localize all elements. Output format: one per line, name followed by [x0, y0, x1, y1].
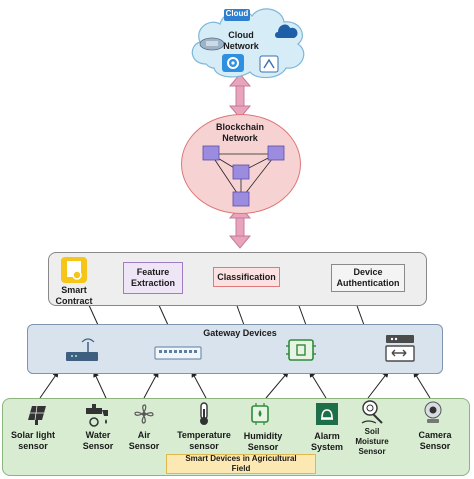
- solar-panel-icon: [28, 405, 46, 425]
- smart-contract-icon: [61, 257, 87, 283]
- blockchain-graph: [202, 145, 285, 207]
- smart-contract-label: Smart Contract: [55, 285, 93, 306]
- cloud-storage-icon: [275, 24, 298, 38]
- device-label-temperature: Temperature sensor: [177, 430, 231, 451]
- alarm-icon: [316, 403, 338, 425]
- router-icon: [66, 338, 98, 361]
- iot-gateway-icon: [286, 339, 316, 361]
- humidity-chip-icon: [251, 403, 269, 425]
- device-gateway-arrows: [39, 371, 431, 399]
- device-label-humidity: Humidity Sensor: [243, 431, 283, 452]
- cloud-chip-label: Cloud: [225, 9, 249, 18]
- server-icon: [199, 37, 225, 51]
- device-label-water: Water Sensor: [82, 430, 114, 451]
- settings-gear-icon: [222, 54, 244, 72]
- blockchain-title: Blockchain Network: [215, 122, 264, 143]
- network-share-icon: [259, 55, 279, 73]
- fan-icon: [134, 404, 154, 424]
- camera-icon: [424, 401, 442, 423]
- gateway-title: Gateway Devices: [203, 328, 277, 338]
- feature-extraction-box: Feature Extraction: [123, 262, 183, 294]
- cloud-network: [191, 8, 305, 79]
- cloud-blockchain-arrow: [228, 73, 252, 119]
- soil-sensor-icon: [361, 400, 383, 424]
- device-authentication-box: Device Authentication: [331, 264, 405, 292]
- service-gateway-links: [87, 302, 365, 326]
- agricultural-field-title: Smart Devices in Agricultural Field: [166, 454, 316, 474]
- device-label-alarm: Alarm System: [310, 431, 344, 452]
- water-tap-icon: [86, 404, 108, 427]
- thermometer-icon: [200, 402, 208, 425]
- cloud-network-title: Cloud Network: [223, 30, 259, 51]
- gateway-server-icon: [385, 335, 415, 362]
- device-label-solar: Solar light sensor: [10, 430, 55, 451]
- gateway-devices-panel: [27, 324, 443, 374]
- classification-box: Classification: [213, 267, 280, 287]
- block-node-icon: [202, 145, 285, 207]
- network-switch-icon: [154, 346, 202, 360]
- device-label-air: Air Sensor: [128, 430, 160, 451]
- cloud-chip-icon: [224, 9, 250, 21]
- device-label-soil: Soil Moisture Sensor: [355, 427, 389, 456]
- device-label-camera: Camera Sensor: [418, 430, 452, 451]
